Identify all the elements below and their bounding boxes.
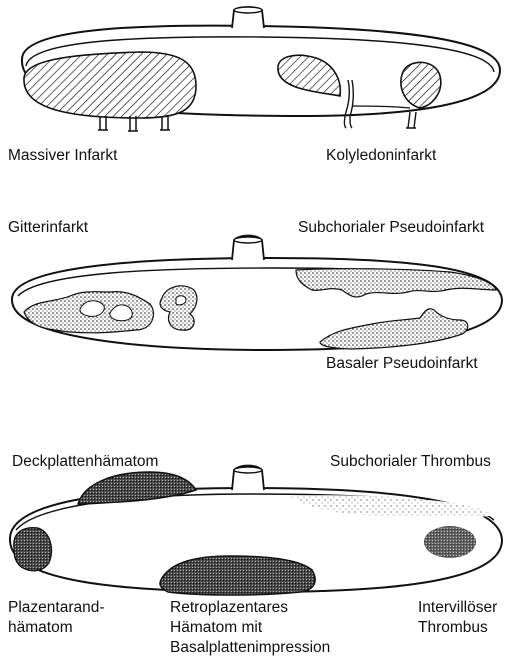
massive-infarct-area: [24, 52, 196, 118]
umbilical-cord-stump: [232, 236, 264, 261]
lattice-pseudoinfarct-diagram: [12, 236, 502, 351]
retroplacental-hematoma: [160, 556, 315, 595]
label-subchorial-pseudoinfarct: Subchorialer Pseudoinfarkt: [298, 218, 484, 238]
label-cover-plate-hematoma: Deckplattenhämatom: [12, 452, 158, 472]
marginal-hematoma: [14, 528, 52, 571]
massive-infarct-kolyledon-diagram: [22, 7, 500, 131]
label-kolyledon-infarct: Kolyledoninfarkt: [326, 146, 436, 166]
label-massive-infarct: Massiver Infarkt: [8, 146, 117, 166]
label-subchorial-thrombus: Subchorialer Thrombus: [330, 452, 491, 472]
umbilical-cord-stump: [232, 466, 264, 491]
intervillous-thrombus: [424, 526, 476, 558]
hematoma-thrombus-diagram: [10, 466, 502, 596]
label-basal-pseudoinfarct: Basaler Pseudoinfarkt: [326, 354, 478, 374]
lattice-hole: [176, 296, 186, 305]
label-intervillous-thrombus: Intervillöser Thrombus: [418, 598, 497, 638]
vessel-stub-right: [406, 112, 416, 128]
label-retroplacental-hematoma: Retroplazentares Hämatom mit Basalplatte…: [170, 598, 330, 658]
label-marginal-hematoma: Plazentarand- hämatom: [8, 598, 105, 638]
label-lattice-infarct: Gitterinfarkt: [8, 218, 88, 238]
umbilical-cord-stump: [232, 7, 264, 28]
